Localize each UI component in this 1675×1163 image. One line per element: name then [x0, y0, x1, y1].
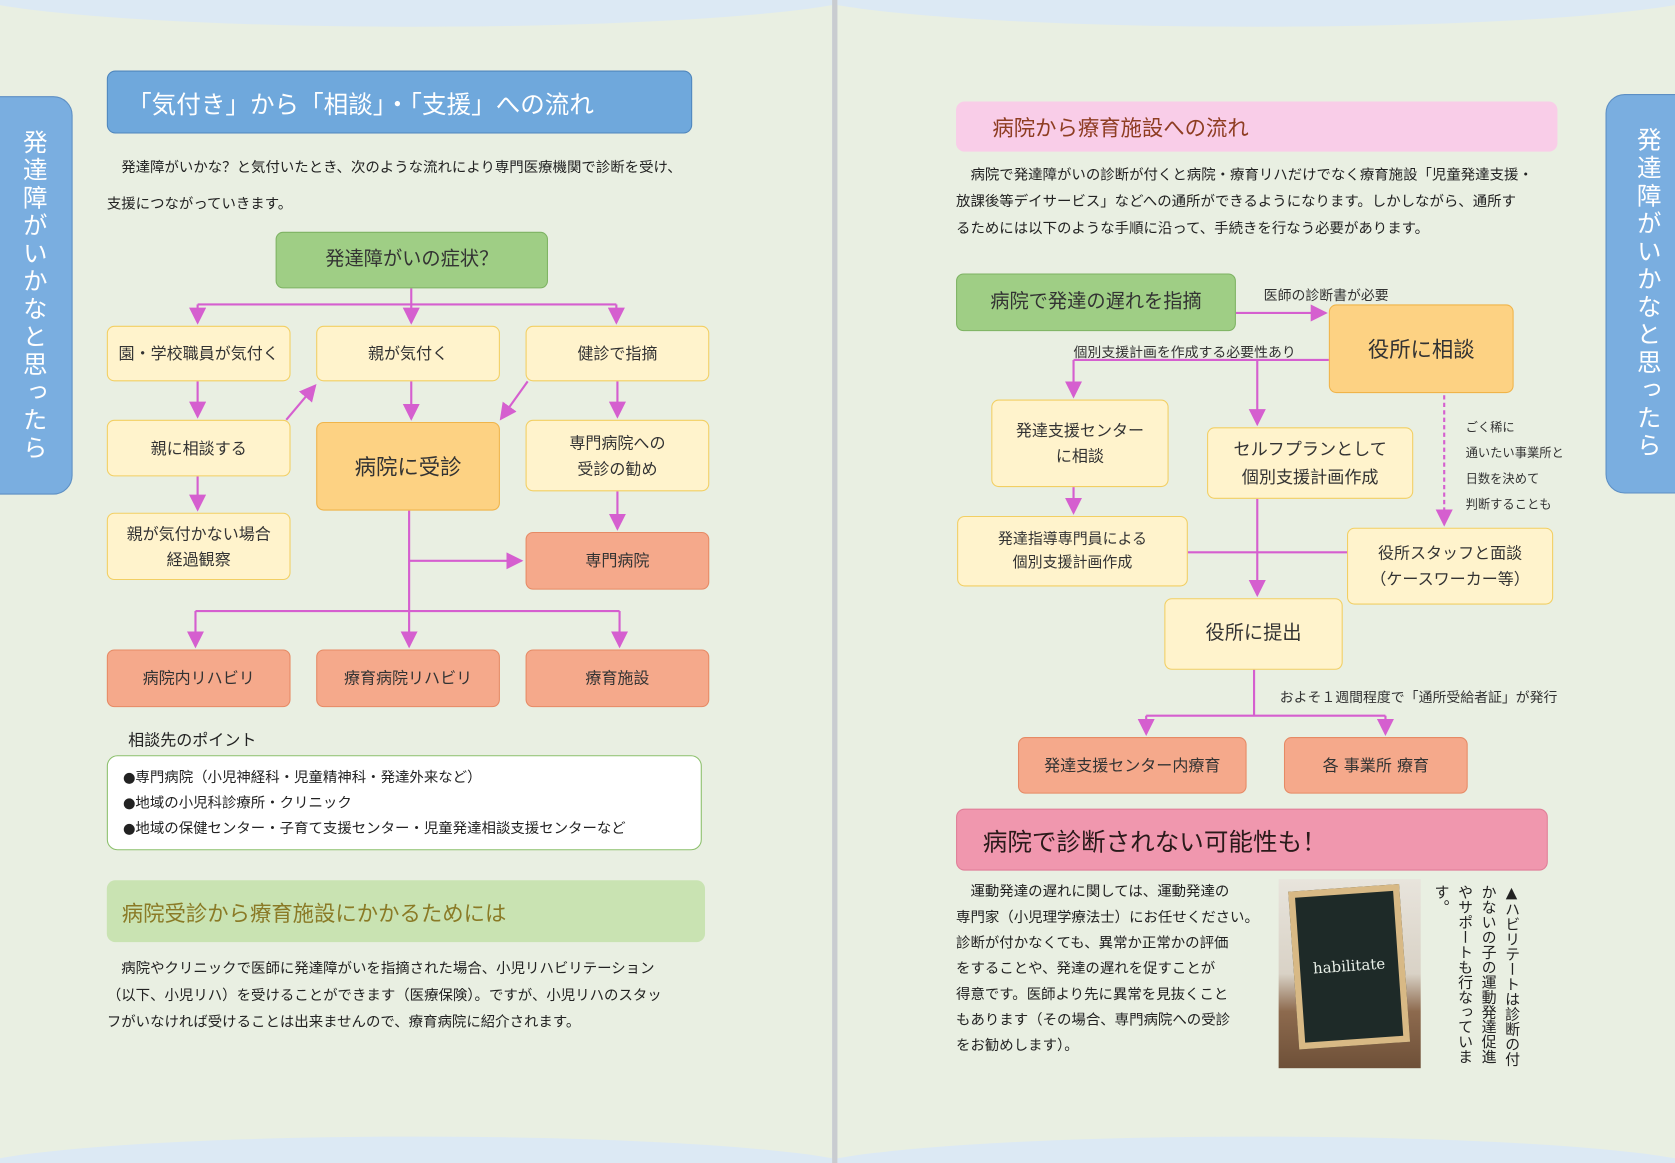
text-line: （以下、小児リハ）を受けることができます（医療保険）。ですが、小児リハのスタッ: [106, 987, 662, 1005]
note-line: ごく稀に: [1465, 419, 1515, 435]
side-tab: 発達障がいかなと思ったら: [0, 96, 73, 495]
intro-line: るためには以下のような手順に沿って、手続きを行なう必要があります。: [956, 220, 1430, 238]
flow-consult-parent: 親に相談する: [106, 419, 291, 477]
box-line: （ケースワーカー等）: [1370, 569, 1530, 589]
flow-center-therapy: 発達支援センター内療育: [1017, 737, 1247, 794]
bottom-wave: [0, 1136, 833, 1163]
text-line: 運動発達の遅れに関しては、運動発達の: [956, 883, 1230, 901]
flow-hospital-visit: 病院に受診: [316, 421, 500, 511]
rare-note: ごく稀に 通いたい事業所と 日数を決めて 判断することも: [1466, 414, 1564, 517]
flow-recommend: 専門病院への受診の勧め: [525, 419, 710, 492]
page-divider: [832, 0, 838, 1163]
intro-text: 発達障がいかな？と気付いたとき、次のような流れにより専門医療機関で診断を受け、 …: [107, 150, 682, 223]
text-line: 得意です。医師より先に異常を見抜くこと: [956, 985, 1229, 1004]
box-line: 経過観察: [166, 549, 231, 569]
box-line: 役所スタッフと面談: [1377, 543, 1523, 563]
flow-self-plan: セルフプランとして個別支援計画作成: [1207, 427, 1414, 499]
caption-line: ▲ハビリテートは診断の付: [1502, 884, 1521, 1067]
text-line: 診断が付かなくても、異常か正常かの評価: [956, 934, 1229, 952]
box-line: に相談: [1055, 446, 1104, 466]
flow-specialist-plan: 発達指導専門員による個別支援計画作成: [957, 515, 1188, 587]
intro-line: 放課後等デイサービス」などへの通所ができるようになります。しかしながら、通所す: [956, 193, 1517, 211]
page-title: 「気付き」から「相談」・「支援」への流れ: [106, 70, 693, 134]
flow-symptom: 発達障がいの症状？: [275, 231, 548, 289]
box-line: セルフプランとして: [1233, 438, 1387, 460]
flow-city-consult: 役所に相談: [1328, 304, 1514, 394]
flow-staff-interview: 役所スタッフと面談 （ケースワーカー等）: [1347, 527, 1554, 605]
point-item: ●専門病院（小児神経科・児童精神科・発達外来など）: [122, 769, 482, 787]
photo-caption: ▲ハビリテートは診断の付 かないの子の運動発達促進 やサポートも行なっていま す…: [1429, 884, 1523, 1066]
flow-start: 病院で発達の遅れを指摘: [956, 273, 1236, 332]
box-line: 親が気付かない場合: [126, 523, 271, 544]
page-title: 病院から療育施設への流れ: [956, 101, 1558, 152]
top-wave: [837, 0, 1675, 27]
text-line: をすることや、発達の遅れを促すことが: [956, 960, 1216, 978]
flow-school: 園・学校職員が気付く: [106, 325, 291, 382]
flow-observe: 親が気付かない場合経過観察: [106, 512, 291, 581]
points-box: ●専門病院（小児神経科・児童精神科・発達外来など） ●地域の小児科診療所・クリニ…: [106, 755, 702, 851]
intro-line: 発達障がいかな？と気付いたとき、次のような流れにより専門医療機関で診断を受け、: [106, 159, 682, 177]
flow-checkup: 健診で指摘: [525, 325, 710, 382]
caption-line: す。: [1432, 884, 1450, 915]
point-item: ●地域の小児科診療所・クリニック: [122, 794, 352, 812]
note-line: 日数を決めて: [1465, 471, 1540, 487]
flow-rehab-ryoiku: 療育病院リハビリ: [316, 649, 500, 708]
flow-submit: 役所に提出: [1164, 598, 1343, 670]
text-line: をお勧めします）。: [956, 1037, 1079, 1055]
text-line: 専門家（小児理学療法士）にお任せください。: [956, 909, 1259, 927]
note-line: 通いたい事業所と: [1465, 445, 1564, 461]
flow-specialist: 専門病院: [525, 531, 710, 590]
side-tab: 発達障がいかなと思ったら: [1605, 94, 1675, 494]
section-title: 病院で診断されない可能性も！: [956, 808, 1548, 871]
flow-center-consult: 発達支援センターに相談: [991, 399, 1169, 488]
flow-parent-notice: 親が気付く: [316, 325, 500, 382]
box-line: 個別支援計画作成: [1012, 554, 1133, 572]
flow-office-therapy: 各 事業所 療育: [1283, 737, 1468, 794]
note-line: 判断することも: [1465, 496, 1552, 512]
flow-rehab-in: 病院内リハビリ: [106, 649, 291, 708]
intro-line: 病院で発達障がいの診断が付くと病院・療育リハだけでなく療育施設「児童発達支援・: [956, 166, 1533, 184]
point-item: ●地域の保健センター・子育て支援センター・児童発達相談支援センターなど: [122, 820, 626, 838]
box-line: 個別支援計画作成: [1241, 466, 1379, 487]
note-certificate: 医師の診断書が必要: [1263, 288, 1389, 305]
section-title: 病院受診から療育施設にかかるためには: [106, 880, 706, 943]
bottom-wave: [837, 1136, 1675, 1163]
text-line: もあります（その場合、専門病院への受診: [956, 1011, 1231, 1029]
top-wave: [0, 0, 833, 27]
points-label: 相談先のポイント: [128, 730, 257, 750]
caption-line: かないの子の運動発達促進: [1479, 884, 1497, 1064]
intro-text: 病院で発達障がいの診断が付くと病院・療育リハだけでなく療育施設「児童発達支援・ …: [956, 162, 1533, 242]
section-text: 病院やクリニックで医師に発達障がいを指摘された場合、小児リハビリテーション （以…: [107, 956, 662, 1036]
flow-facility: 療育施設: [525, 649, 710, 708]
box-line: 発達指導専門員による: [997, 530, 1148, 548]
habilitate-photo: habilitate: [1278, 879, 1421, 1069]
box-line: 発達支援センター: [1015, 420, 1145, 441]
box-line: 専門病院への: [569, 433, 666, 453]
intro-line: 支援につながっていきます。: [106, 195, 293, 213]
caption-line: やサポートも行なっていま: [1455, 884, 1474, 1064]
left-page: 発達障がいかなと思ったら 「気付き」から「相談」・「支援」への流れ 発達障がいか…: [0, 0, 833, 1163]
text-line: フがいなければ受けることは出来ませんので、療育病院に紹介されます。: [106, 1013, 581, 1031]
text-line: 病院やクリニックで医師に発達障がいを指摘された場合、小児リハビリテーション: [106, 960, 655, 978]
note-plan: 個別支援計画を作成する必要性あり: [1073, 345, 1296, 362]
section-text: 運動発達の遅れに関しては、運動発達の 専門家（小児理学療法士）にお任せください。…: [956, 879, 1259, 1058]
note-issue: およそ１週間程度で「通所受給者証」が発行: [1279, 690, 1558, 707]
box-line: 受診の勧め: [577, 458, 658, 479]
chalkboard: habilitate: [1288, 883, 1411, 1050]
